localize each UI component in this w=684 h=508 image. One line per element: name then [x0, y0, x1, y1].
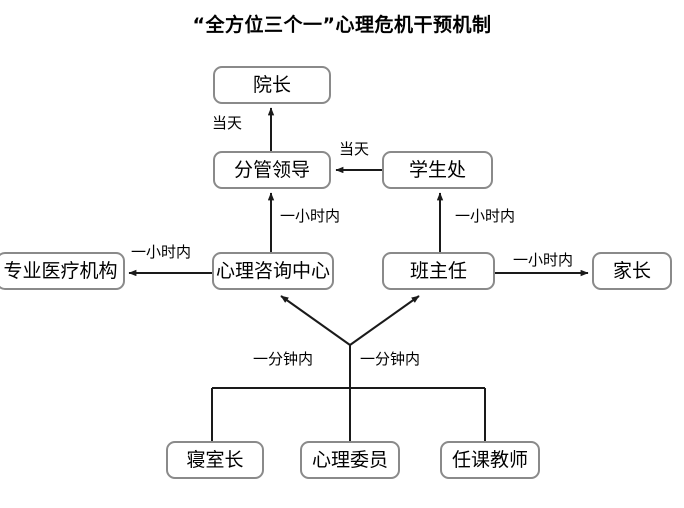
node-dorm-head[interactable]: 寝室长 — [166, 441, 264, 479]
edge-label-students-to-counseling: 一分钟内 — [253, 350, 314, 368]
edge-label-counseling-to-deputy: 一小时内 — [280, 207, 341, 225]
node-student-affairs[interactable]: 学生处 — [382, 151, 493, 189]
node-deputy-leader[interactable]: 分管领导 — [213, 151, 331, 189]
node-subject-teacher[interactable]: 任课教师 — [440, 441, 540, 479]
node-class-advisor[interactable]: 班主任 — [382, 252, 495, 290]
node-parents[interactable]: 家长 — [592, 252, 672, 290]
edge-label-student-affairs-to-deputy: 当天 — [339, 140, 370, 158]
node-medical-agency[interactable]: 专业医疗机构 — [0, 252, 125, 290]
node-counseling-center[interactable]: 心理咨询中心 — [212, 252, 334, 290]
edge-label-counseling-to-medical: 一小时内 — [131, 243, 192, 261]
edge-students-to-counseling — [280, 295, 351, 346]
edge-label-students-to-advisor: 一分钟内 — [360, 350, 421, 368]
edge-students-to-advisor — [349, 295, 420, 346]
edge-label-advisor-to-parents: 一小时内 — [513, 251, 574, 269]
edge-label-advisor-to-student-affairs: 一小时内 — [455, 207, 516, 225]
node-psych-committee[interactable]: 心理委员 — [300, 441, 400, 479]
page-title: “全方位三个一”心理危机干预机制 — [192, 14, 492, 36]
node-president[interactable]: 院长 — [213, 66, 331, 104]
edge-label-deputy-to-president: 当天 — [212, 114, 243, 132]
